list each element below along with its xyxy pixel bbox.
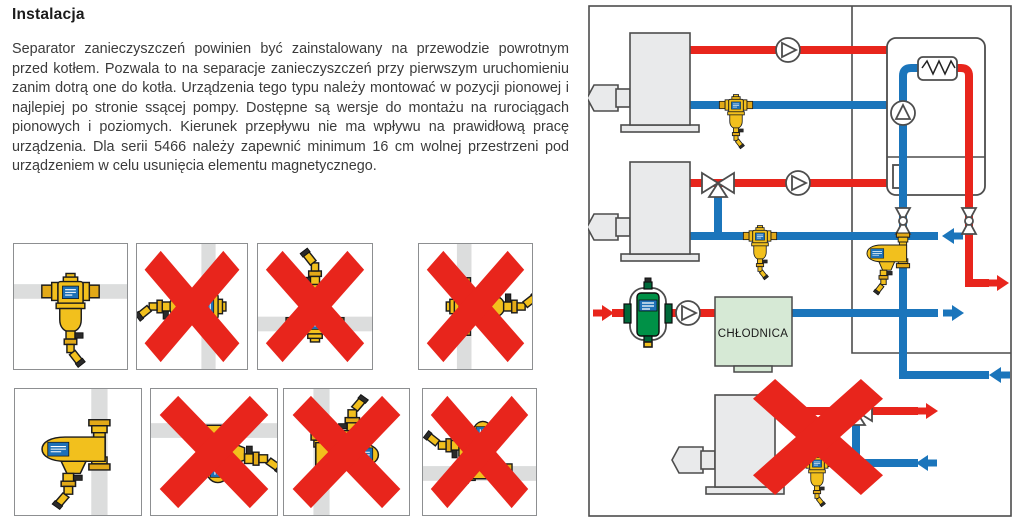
installation-diagrams-panel: CHŁODNICA — [588, 5, 1012, 517]
pump-icon — [775, 37, 801, 63]
pump-icon — [675, 300, 701, 326]
page-title: Instalacja — [12, 6, 85, 23]
air-dirt-separator-green-icon — [623, 277, 673, 348]
diagram-wall-boiler — [866, 37, 1010, 383]
orientation-cell-r1c2 — [136, 243, 248, 370]
pump-icon — [785, 170, 811, 196]
orientation-cell-r2c4 — [422, 388, 537, 516]
text-column: Instalacja Separator zanieczyszczeń powi… — [12, 6, 569, 177]
dirt-separator-icon — [41, 272, 100, 369]
prohibited-cross-icon — [292, 395, 401, 509]
cooler-box — [714, 296, 793, 367]
intro-paragraph: Separator zanieczyszczeń powinien być za… — [12, 41, 569, 174]
orientation-cell-r1c3 — [257, 243, 373, 370]
orientation-cell-r2c3 — [283, 388, 410, 516]
orientation-cell-r1c1 — [13, 243, 128, 370]
wall-boiler — [886, 37, 986, 196]
pump-icon — [890, 100, 916, 126]
cooler-label: CHŁODNICA — [718, 328, 788, 340]
orientation-cell-r2c2 — [150, 388, 278, 516]
orientation-cell-r1c4 — [418, 243, 533, 370]
orientation-cell-r2c1 — [14, 388, 142, 516]
diagram-incorrect-installation — [671, 379, 938, 508]
inner-box-divider — [851, 6, 1011, 354]
cooler-base — [733, 365, 773, 373]
diagram-chiller-circuit: CHŁODNICA — [593, 277, 964, 373]
